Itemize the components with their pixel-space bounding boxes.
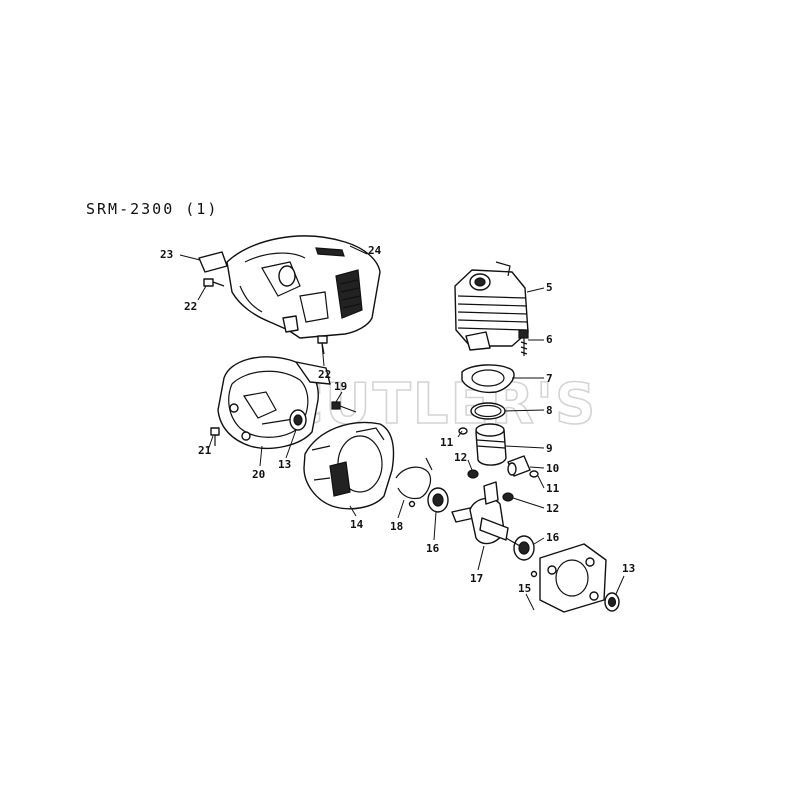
part-7-gasket	[461, 364, 515, 394]
callout-5: 5	[546, 281, 553, 294]
part-17-crankshaft	[451, 481, 521, 547]
part-14-crankcase-half	[303, 421, 395, 510]
part-12-bearing-a	[467, 469, 479, 479]
part-13-seal-a	[289, 409, 307, 431]
part-11-clip-b	[529, 470, 539, 478]
callout-8: 8	[546, 404, 553, 417]
callout-24: 24	[368, 244, 382, 257]
part-5-cylinder	[454, 261, 529, 351]
diagram-title: SRM-2300 (1)	[86, 200, 218, 218]
part-23-plate	[198, 251, 228, 273]
callout-7: 7	[546, 372, 553, 385]
callout-19: 19	[334, 380, 347, 393]
callout-13-b: 13	[622, 562, 635, 575]
part-9-piston	[475, 423, 507, 466]
part-21-screw	[210, 427, 220, 446]
callout-22-b: 22	[318, 368, 331, 381]
callout-12-b: 12	[546, 502, 559, 515]
part-12-bearing-b	[502, 492, 514, 502]
part-10-piston-pin	[507, 455, 531, 477]
callout-9: 9	[546, 442, 553, 455]
callout-22-a: 22	[184, 300, 197, 313]
callout-11-b: 11	[546, 482, 560, 495]
part-22-screw-a	[203, 278, 225, 287]
leader-lines	[179, 245, 625, 611]
callout-6: 6	[546, 333, 553, 346]
callout-16-a: 16	[426, 542, 440, 555]
callout-18: 18	[390, 520, 403, 533]
callout-10: 10	[546, 462, 559, 475]
callout-17: 17	[470, 572, 483, 585]
part-8-ring	[470, 402, 506, 420]
callout-11-a: 11	[440, 436, 454, 449]
callout-13-a: 13	[278, 458, 291, 471]
callout-16-b: 16	[546, 531, 560, 544]
callout-21: 21	[198, 444, 212, 457]
callout-23: 23	[160, 248, 173, 261]
callout-15: 15	[518, 582, 531, 595]
callout-14: 14	[350, 518, 364, 531]
callout-labels: 23 24 22 22 5 6 7 8 19 21 20 13 14 18 11…	[160, 244, 635, 595]
part-15-crankcase-right	[530, 543, 607, 613]
part-16-bearing-a	[427, 487, 449, 513]
callout-12-a: 12	[454, 451, 467, 464]
part-6-bolt	[518, 329, 529, 356]
part-13-seal-b	[604, 592, 620, 612]
part-24-engine-cover	[226, 235, 381, 339]
part-18-wire-spring	[395, 457, 433, 508]
callout-20: 20	[252, 468, 265, 481]
part-16-bearing-b	[513, 535, 535, 561]
